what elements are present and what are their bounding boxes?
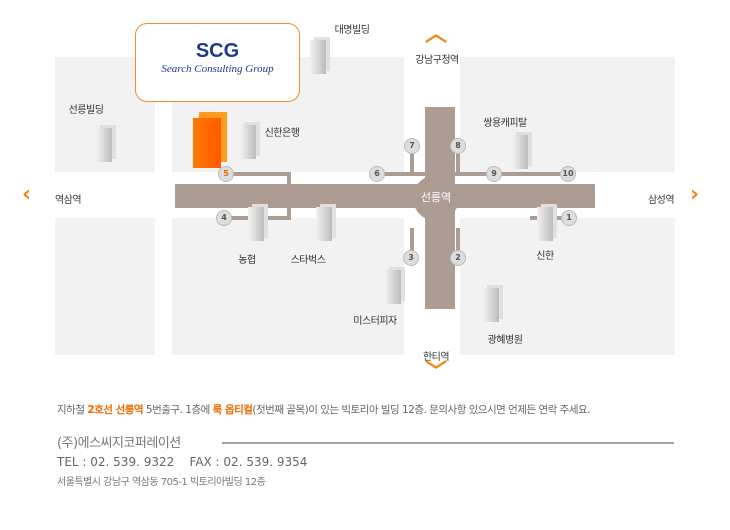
directions-shop: 룩 옵티컬	[212, 404, 253, 416]
seolleung-station: 선릉역	[413, 175, 459, 221]
exit-2: 2	[450, 250, 466, 266]
station-south: 한티역	[422, 352, 450, 363]
label-starbucks: 스타벅스	[290, 255, 326, 266]
station-east: 삼성역	[647, 195, 675, 206]
exit-path	[410, 228, 414, 252]
directions-text: 지하철 2호선 선릉역 5번출구. 1층에 룩 옵티컬(첫번째 골목)이 있는 …	[57, 402, 590, 417]
fax: FAX : 02. 539. 9354	[189, 455, 308, 469]
exit-5: 5	[218, 166, 234, 182]
exit-4: 4	[216, 210, 232, 226]
exit-path	[287, 206, 291, 220]
station-west: 역삼역	[54, 195, 82, 206]
building-icon	[512, 135, 528, 169]
directions-part: 지하철	[57, 404, 88, 416]
road-horizontal	[175, 184, 595, 208]
building-icon	[316, 207, 332, 241]
arrow-right-icon: ›	[690, 182, 700, 207]
label-shinhan-bank: 신한은행	[264, 128, 300, 139]
block	[460, 57, 675, 172]
exit-path	[456, 152, 460, 176]
exit-9: 9	[486, 166, 502, 182]
logo-callout: SCG Search Consulting Group	[135, 23, 300, 102]
exit-path	[455, 172, 565, 176]
arrow-left-icon: ‹	[22, 182, 32, 207]
exit-path	[233, 172, 291, 176]
label-shinhan: 신한	[536, 251, 554, 262]
arrow-up-icon: ︿	[425, 22, 448, 47]
tel: TEL : 02. 539. 9322	[57, 455, 175, 469]
block	[460, 218, 675, 355]
block	[172, 218, 404, 355]
building-icon	[310, 40, 326, 74]
label-mrpizza: 미스터피자	[353, 316, 397, 327]
arrow-down-icon: ﹀	[425, 360, 448, 385]
building-icon	[537, 207, 553, 241]
building-icon	[240, 125, 256, 159]
label-nonghyup: 농협	[238, 255, 256, 266]
exit-path	[456, 228, 460, 252]
directions-part: 5번출구. 1층에	[143, 404, 213, 416]
building-icon	[385, 270, 401, 304]
label-ssangyong: 쌍용캐피탈	[483, 118, 527, 129]
company-name: (주)에스씨지코퍼레이션	[57, 436, 181, 451]
block	[55, 218, 155, 355]
scg-tagline: Search Consulting Group	[161, 63, 274, 75]
exit-path	[384, 172, 426, 176]
divider	[222, 442, 674, 444]
label-seolleung-bldg: 선릉빌딩	[68, 105, 104, 116]
exit-8: 8	[450, 138, 466, 154]
exit-3: 3	[403, 250, 419, 266]
directions-part: (첫번째 골목)이 있는 빅토리아 빌딩 12층. 문의사항 있으시면 언제든 …	[252, 404, 590, 416]
exit-6: 6	[369, 166, 385, 182]
exit-10: 10	[560, 166, 576, 182]
company-address: 서울특별시 강남구 역삼동 705-1 빅토리아빌딩 12층	[57, 477, 266, 488]
exit-path	[287, 172, 291, 186]
building-icon	[96, 128, 112, 162]
exit-path	[410, 152, 414, 176]
building-icon	[248, 207, 264, 241]
building-icon	[483, 288, 499, 322]
label-gwanghye: 광혜병원	[487, 335, 523, 346]
label-daemyung: 대명빌딩	[334, 25, 370, 36]
scg-building-icon	[193, 118, 221, 168]
station-north: 강남구청역	[415, 55, 459, 66]
directions-line: 2호선 선릉역	[87, 404, 144, 416]
company-phone: TEL : 02. 539. 9322 FAX : 02. 539. 9354	[57, 455, 307, 469]
exit-7: 7	[404, 138, 420, 154]
scg-logo: SCG	[195, 40, 240, 62]
exit-1: 1	[561, 210, 577, 226]
